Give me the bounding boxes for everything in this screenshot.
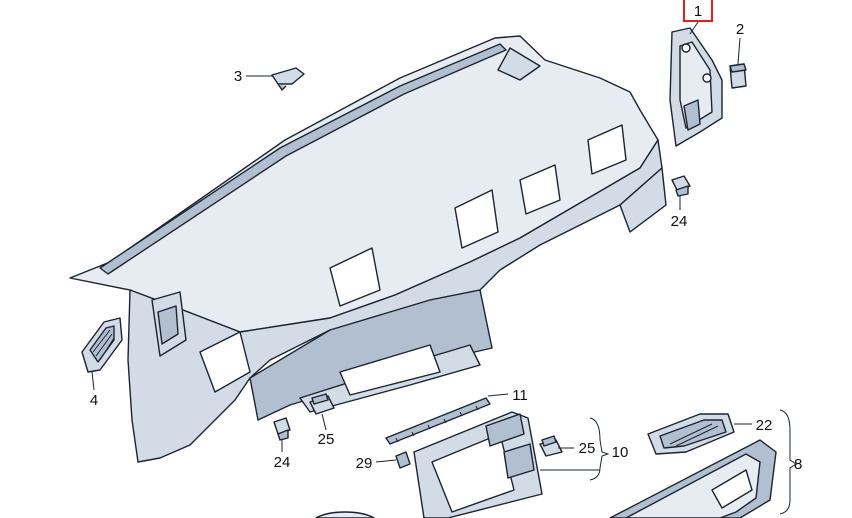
dashboard-panel[interactable] xyxy=(69,35,667,463)
callout-labels: 1 2 3 4 24 24 25 11 29 25 10 22 8 xyxy=(90,3,803,473)
callout-29[interactable]: 29 xyxy=(356,455,373,472)
part-29-clip[interactable] xyxy=(395,451,411,469)
part-8-trim-panel[interactable] xyxy=(609,439,777,518)
callout-2[interactable]: 2 xyxy=(736,21,744,38)
part-2-cap[interactable] xyxy=(729,63,747,89)
callout-10[interactable]: 10 xyxy=(612,444,629,461)
part-22-vent[interactable] xyxy=(647,413,735,455)
part-3-clip[interactable] xyxy=(271,67,305,91)
callout-24-upper[interactable]: 24 xyxy=(671,213,688,230)
part-lower-partial xyxy=(315,511,375,518)
highlight-box xyxy=(683,0,713,22)
callout-11[interactable]: 11 xyxy=(512,387,528,404)
callout-8[interactable]: 8 xyxy=(794,456,802,473)
part-24-clip-upper[interactable] xyxy=(671,175,691,197)
callout-4[interactable]: 4 xyxy=(90,392,98,409)
part-1-end-cover[interactable] xyxy=(669,27,723,147)
callout-22[interactable]: 22 xyxy=(756,417,773,434)
callout-25-left[interactable]: 25 xyxy=(318,431,335,448)
part-11-trim-strip[interactable] xyxy=(385,397,491,445)
part-10-center-bracket[interactable] xyxy=(413,411,543,518)
part-25-clip-right[interactable] xyxy=(539,435,563,457)
part-25-clip-left[interactable] xyxy=(309,393,335,415)
callout-24-lower[interactable]: 24 xyxy=(274,454,291,471)
callout-1[interactable]: 1 xyxy=(694,3,702,20)
callout-25-right[interactable]: 25 xyxy=(579,440,596,457)
callout-3[interactable]: 3 xyxy=(234,68,242,85)
leader-lines xyxy=(91,21,797,515)
part-4-air-vent[interactable] xyxy=(81,317,123,373)
part-24-clip-lower[interactable] xyxy=(273,417,291,441)
